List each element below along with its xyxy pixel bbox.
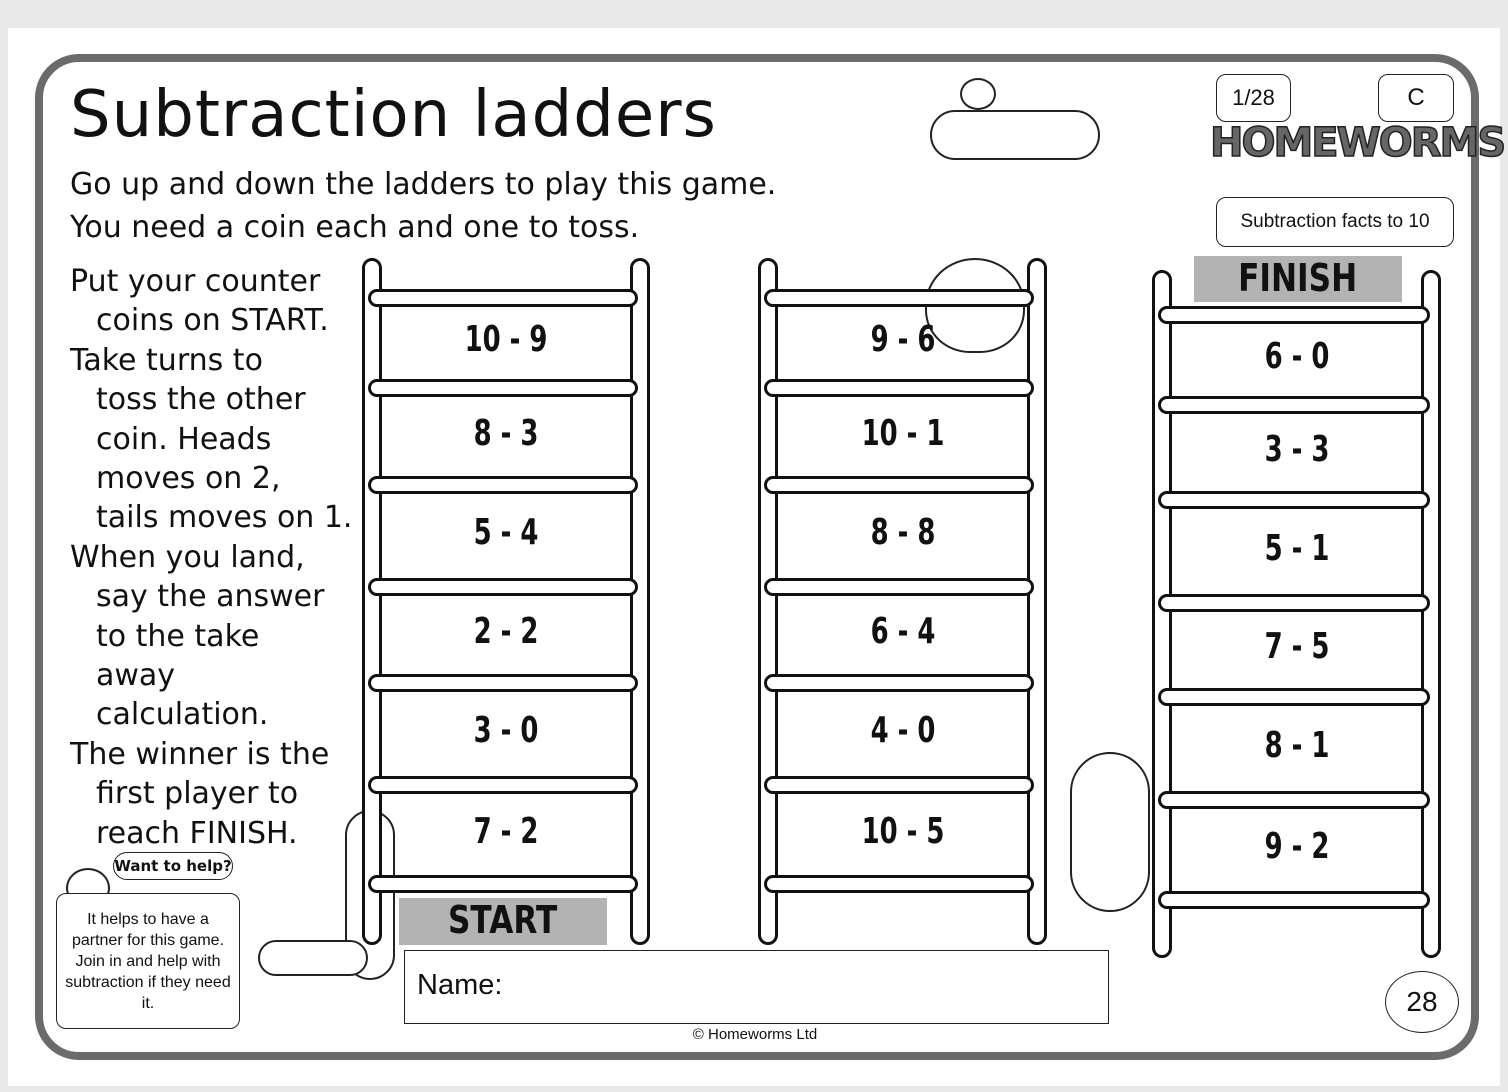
ladder-calculation[interactable]: 9 - 6: [870, 319, 935, 360]
name-field[interactable]: Name:: [404, 950, 1109, 1024]
ladder-rung: [764, 379, 1034, 397]
page-title: Subtraction ladders: [70, 78, 717, 152]
ladder-rail: [362, 258, 382, 945]
instruction-line: calculation.: [96, 697, 269, 733]
topic-badge: Subtraction facts to 10: [1216, 197, 1454, 247]
instruction-line: to the take: [96, 618, 260, 654]
homeworms-logo: HOMEWORMS: [1209, 119, 1507, 167]
worm-pointing-icon: [1070, 752, 1150, 912]
ladder-calculation[interactable]: 4 - 0: [870, 710, 935, 751]
ladder-rail: [1152, 270, 1172, 958]
ladder-rung: [1158, 306, 1430, 324]
ladder-calculation[interactable]: 8 - 3: [473, 412, 539, 454]
level-badge: C: [1378, 74, 1454, 122]
ladder-rung: [1158, 791, 1430, 809]
instruction-line: say the answer: [96, 579, 325, 615]
ladder-calculation[interactable]: 8 - 8: [870, 512, 935, 553]
instruction-line: Put your counter: [70, 264, 321, 299]
ladder-rung: [1158, 491, 1430, 509]
instruction-line: toss the other: [96, 382, 306, 418]
page-number: 28: [1385, 971, 1459, 1033]
ladder-calculation[interactable]: 6 - 0: [1264, 336, 1329, 377]
instruction-line: first player to: [96, 776, 299, 812]
ladder-calculation[interactable]: 7 - 2: [473, 810, 539, 852]
ladder-rung: [764, 476, 1034, 494]
subtitle-line-2: You need a coin each and one to toss.: [70, 210, 640, 245]
start-banner: START: [399, 898, 607, 945]
ladder-calculation[interactable]: 10 - 5: [861, 810, 944, 852]
ladder-calculation[interactable]: 7 - 5: [1264, 626, 1329, 667]
ladder-rung: [764, 289, 1034, 307]
instruction-line: moves on 2,: [96, 461, 281, 497]
worm-tail-icon: [258, 940, 368, 976]
ladder-rung: [1158, 891, 1430, 909]
ladder-rail: [758, 258, 778, 945]
start-label: START: [448, 898, 558, 942]
ladder-rung: [764, 776, 1034, 794]
ladder-rung: [764, 578, 1034, 596]
ladder-rung: [1158, 396, 1430, 414]
ladder-calculation[interactable]: 3 - 3: [1264, 428, 1329, 470]
worm-illustration-icon: [930, 110, 1100, 160]
ladder-rung: [368, 578, 638, 596]
ladder-calculation[interactable]: 3 - 0: [473, 710, 539, 751]
ladder-rung: [368, 379, 638, 397]
ladder-rail: [630, 258, 650, 945]
finish-label: FINISH: [1238, 256, 1358, 300]
copyright: © Homeworms Ltd: [692, 1026, 818, 1043]
ladder-calculation[interactable]: 5 - 1: [1264, 527, 1329, 569]
ladder-calculation[interactable]: 8 - 1: [1264, 724, 1329, 766]
ladder-rail: [1027, 258, 1047, 945]
instruction-line: tails moves on 1.: [96, 500, 353, 536]
ladder-rung: [1158, 594, 1430, 612]
instruction-line: Take turns to: [70, 342, 263, 378]
ladder-calculation[interactable]: 6 - 4: [870, 611, 935, 652]
page-code-badge: 1/28: [1216, 74, 1291, 122]
instruction-line: The winner is the: [70, 736, 330, 772]
help-box: It helps to have a partner for this game…: [56, 893, 240, 1029]
ladder-rung: [368, 674, 638, 692]
ladder-calculation[interactable]: 5 - 4: [473, 512, 539, 553]
ladder-calculation[interactable]: 10 - 1: [861, 412, 944, 454]
name-label: Name:: [417, 969, 503, 1001]
help-bubble: Want to help?: [113, 852, 233, 880]
instruction-line: coins on START.: [96, 303, 329, 339]
ladder-calculation[interactable]: 9 - 2: [1264, 826, 1329, 867]
ladder-rung: [368, 476, 638, 494]
ladder-rung: [368, 875, 638, 893]
instruction-line: coin. Heads: [96, 421, 272, 457]
ladder-rung: [368, 776, 638, 794]
ladder-rung: [1158, 688, 1430, 706]
ladder-calculation[interactable]: 2 - 2: [473, 611, 539, 652]
instruction-line: away: [96, 658, 176, 694]
ladder-rail: [1421, 270, 1441, 958]
instructions: Put your counter coins on START.Take turn…: [70, 262, 370, 853]
subtitle-line-1: Go up and down the ladders to play this …: [70, 167, 777, 202]
ladder-rung: [764, 674, 1034, 692]
instruction-line: When you land,: [70, 539, 305, 575]
ladder-calculation[interactable]: 10 - 9: [464, 319, 548, 360]
worm-head-icon: [960, 78, 996, 110]
finish-banner: FINISH: [1194, 256, 1402, 302]
ladder-rung: [764, 875, 1034, 893]
ladder-rung: [368, 289, 638, 307]
instruction-line: reach FINISH.: [96, 815, 298, 851]
